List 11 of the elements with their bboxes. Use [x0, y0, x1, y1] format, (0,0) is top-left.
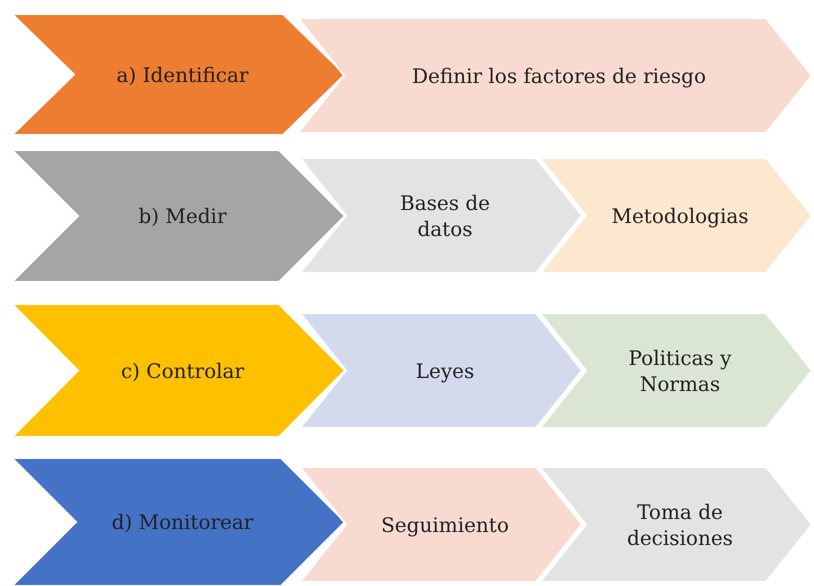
chevron-detail: Seguimiento: [300, 467, 582, 582]
chevron-step: c) Controlar: [12, 304, 345, 437]
chevron-detail: Toma de decisiones: [540, 467, 812, 582]
chevron-detail: Bases de datos: [300, 158, 582, 273]
chevron-step: d) Monitorear: [12, 458, 345, 586]
chevron-step: b) Medir: [12, 150, 345, 282]
chevron-detail: Politicas y Normas: [540, 313, 812, 428]
chevron-detail: Definir los factores de riesgo: [298, 18, 812, 133]
chevron-detail: Leyes: [300, 313, 582, 428]
chevron-detail: Metodologias: [540, 158, 812, 273]
chevron-step: a) Identificar: [12, 14, 345, 135]
